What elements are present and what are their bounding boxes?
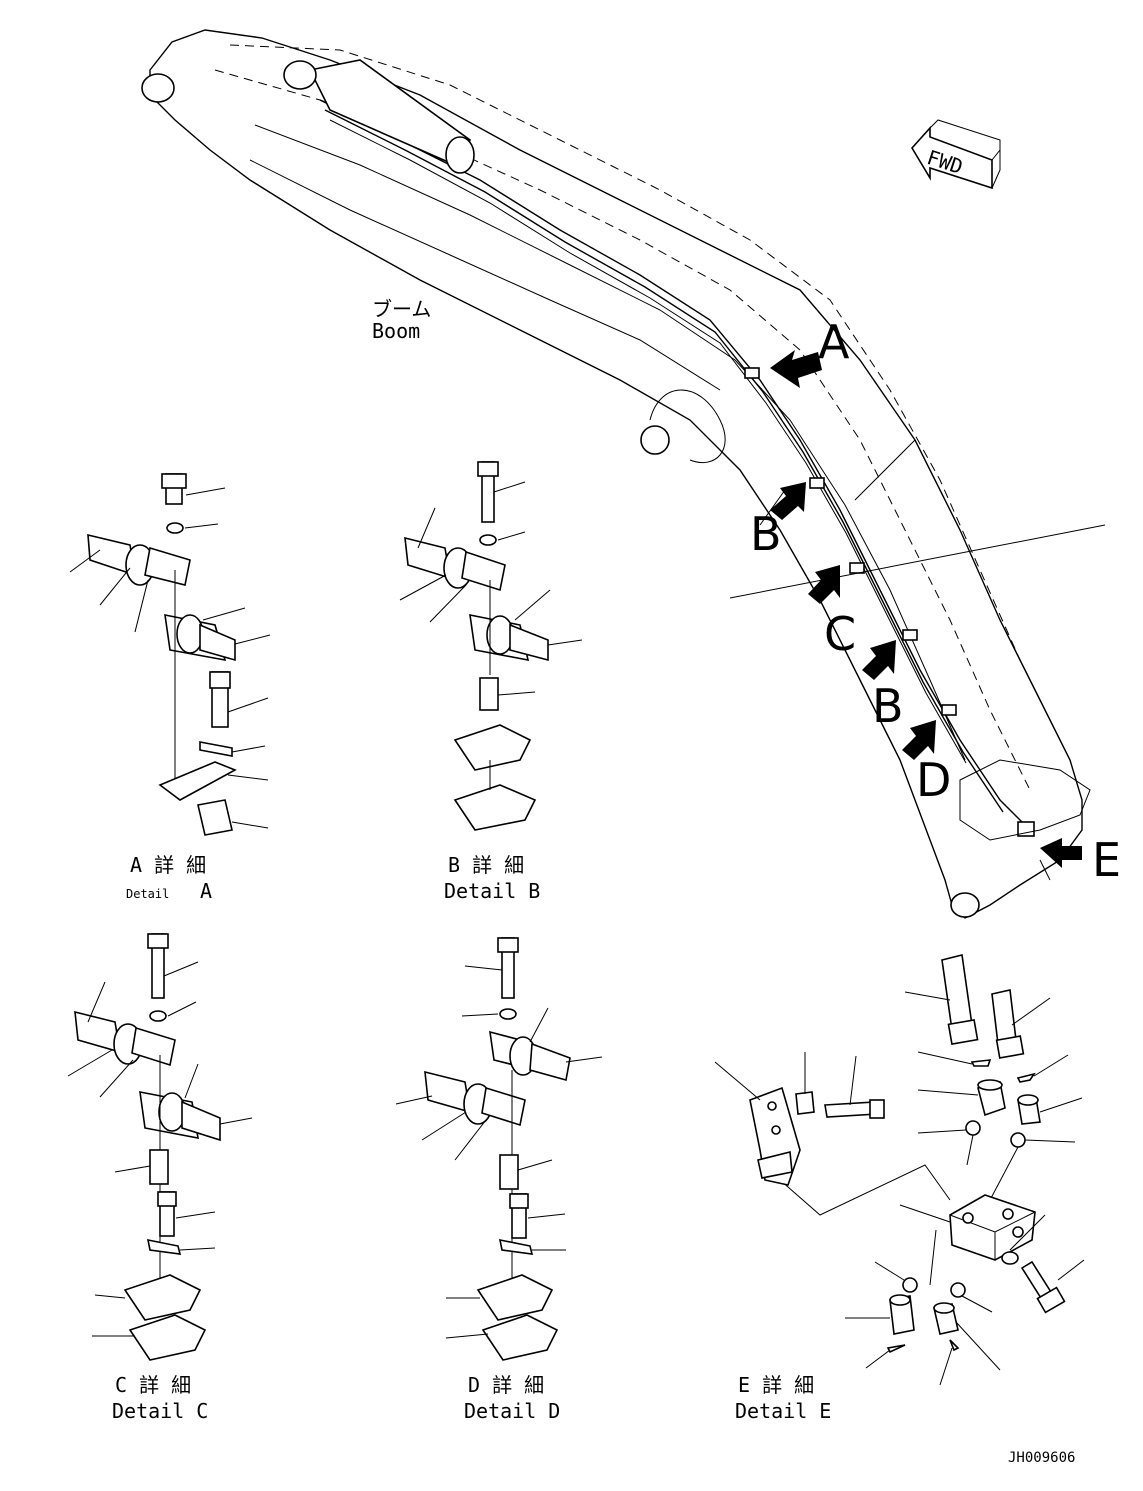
callout-arrow-icon-d [902,720,936,760]
detail-b-caption-jp: B 詳 細 [448,853,524,877]
detail-c-drawing [67,933,253,1361]
callout-b2: B [872,679,904,733]
callout-a: A [818,315,850,369]
callout-arrow-icon-e [1040,838,1082,868]
callout-e: E [1092,833,1121,887]
callout-arrow-icon-b1 [770,482,806,520]
detail-e-caption-en: Detail E [735,1399,831,1423]
callout-arrow-icon-b2 [862,640,896,680]
detail-a-caption-en: Detail [126,887,169,901]
drawing-number: JH009606 [1008,1450,1075,1466]
detail-b-drawing [399,461,583,831]
detail-a-caption-jp: A 詳 細 [130,853,206,877]
callout-d: D [916,753,951,807]
detail-c-caption-jp: C 詳 細 [115,1373,191,1397]
detail-e-drawing [714,954,1085,1386]
callout-c: C [824,607,856,661]
detail-a-drawing [69,473,271,836]
detail-a-caption-letter: A [200,879,212,903]
boom-assembly [141,29,1106,919]
detail-c-caption-en: Detail C [112,1399,208,1423]
detail-d-caption-jp: D 詳 細 [468,1373,544,1397]
detail-d-drawing [395,937,603,1361]
boom-label-en: Boom [372,319,420,343]
boom-label-jp: ブーム [372,297,431,321]
detail-d-caption-en: Detail D [464,1399,560,1423]
fwd-arrow-icon [911,119,1001,190]
callout-b1: B [750,507,782,561]
callout-arrow-icon-c [808,565,840,604]
detail-e-caption-jp: E 詳 細 [738,1373,814,1397]
callout-arrow-icon-a [770,350,822,388]
detail-b-caption-en: Detail B [444,879,540,903]
